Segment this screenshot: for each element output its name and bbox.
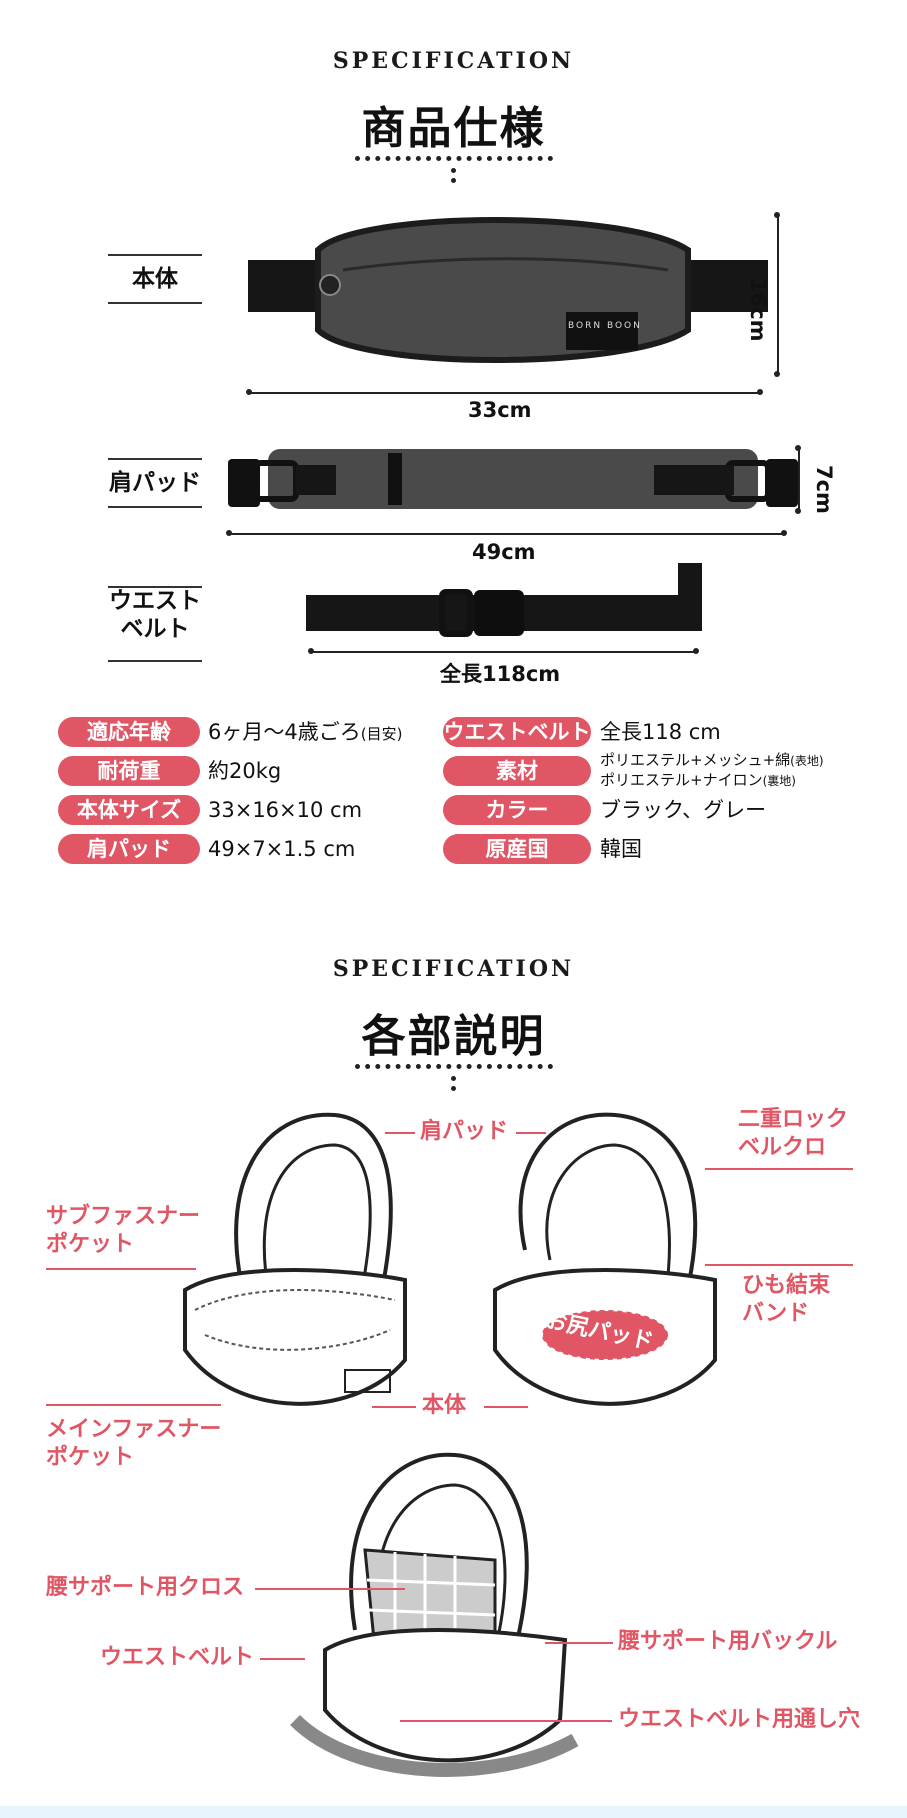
leader-line	[372, 1406, 416, 1408]
leader-line	[484, 1406, 528, 1408]
brand-tag: BORN BOON	[568, 321, 642, 331]
callout-body: 本体	[422, 1393, 467, 1418]
leader-line	[545, 1642, 613, 1644]
belt-length-line	[311, 651, 697, 653]
spec-value-material-2: ポリエステル+ナイロン(裏地)	[600, 771, 796, 789]
label-waist-belt-line2: ベルト	[120, 615, 190, 642]
callout-strap-band: ひも結束 バンド	[742, 1273, 831, 1326]
shoulder-pad-illustration	[228, 449, 798, 509]
spec-key-age: 適応年齢	[58, 717, 200, 747]
spec-value-material-1: ポリエステル+メッシュ+綿(表地)	[600, 751, 824, 769]
footer-band	[0, 1806, 907, 1818]
carrier-front-illustration	[183, 1112, 407, 1406]
spec-value-pad: 49×7×1.5 cm	[208, 837, 356, 861]
pad-height-text: 7cm	[812, 465, 836, 514]
spec-value-waist-belt: 全長118 cm	[600, 720, 721, 744]
dim-end	[693, 648, 699, 654]
spec-value-color: ブラック、グレー	[600, 798, 767, 822]
body-height-text: 16cm	[746, 278, 770, 342]
spec-value-load: 約20kg	[208, 759, 282, 783]
leader-line	[400, 1720, 612, 1722]
spec-value-origin: 韓国	[600, 837, 642, 861]
leader-line	[516, 1132, 546, 1134]
body-width-text: 33cm	[468, 398, 532, 422]
spec-key-waist-belt: ウエストベルト	[443, 717, 591, 747]
section2-dot	[451, 1086, 456, 1091]
leader-line	[46, 1404, 221, 1406]
spec-key-origin: 原産国	[443, 834, 591, 864]
spec-key-body-size: 本体サイズ	[58, 795, 200, 825]
section2-eyebrow: SPECIFICATION	[332, 956, 575, 982]
spec-key-pad: 肩パッド	[58, 834, 200, 864]
spec-key-load: 耐荷重	[58, 756, 200, 786]
pad-width-line	[229, 533, 785, 535]
leader-line	[705, 1168, 853, 1170]
section2-dotted-rule	[355, 1064, 553, 1069]
callout-waist-belt: ウエストベルト	[100, 1645, 255, 1670]
body-width-line	[249, 392, 761, 394]
spec-key-material: 素材	[443, 756, 591, 786]
callout-shoulder-pad: 肩パッド	[420, 1119, 509, 1144]
dim-end	[774, 212, 780, 218]
body-height-line	[777, 215, 779, 375]
section1-dot	[451, 178, 456, 183]
dim-end	[226, 530, 232, 536]
label-shoulder-pad: 肩パッド	[108, 458, 202, 508]
dim-end	[795, 445, 801, 451]
section1-title: 商品仕様	[361, 103, 546, 154]
spec-value-body-size: 33×16×10 cm	[208, 798, 363, 822]
dim-end	[774, 371, 780, 377]
section2-title: 各部説明	[361, 1011, 546, 1062]
leader-line	[260, 1658, 305, 1660]
spec-key-color: カラー	[443, 795, 591, 825]
label-body: 本体	[108, 254, 202, 304]
pad-height-line	[798, 448, 800, 512]
callout-waist-buckle: 腰サポート用バックル	[618, 1629, 838, 1654]
leader-line	[255, 1588, 405, 1590]
carrier-support-illustration	[290, 1452, 579, 1777]
leader-line	[46, 1268, 196, 1270]
waist-belt-illustration	[306, 563, 702, 637]
callout-double-lock: 二重ロック ベルクロ	[738, 1107, 849, 1160]
callout-sub-pocket: サブファスナー ポケット	[46, 1204, 201, 1257]
label-waist-belt-line1: ウエスト	[109, 588, 201, 614]
waist-bag-illustration	[248, 217, 768, 363]
spec-value-age: 6ヶ月〜4歳ごろ(目安)	[208, 720, 403, 744]
dim-end	[781, 530, 787, 536]
callout-belt-hole: ウエストベルト用通し穴	[618, 1707, 861, 1732]
dim-end	[308, 648, 314, 654]
belt-length-text: 全長118cm	[440, 662, 561, 686]
section1-dot	[451, 168, 456, 173]
callout-waist-cloth: 腰サポート用クロス	[46, 1575, 245, 1600]
section2-dot	[451, 1076, 456, 1081]
dim-end	[757, 389, 763, 395]
leader-line	[705, 1264, 853, 1266]
callout-main-pocket: メインファスナー ポケット	[46, 1417, 222, 1470]
dim-end	[246, 389, 252, 395]
pad-width-text: 49cm	[472, 540, 536, 564]
dim-end	[795, 508, 801, 514]
label-waist-belt: ウエスト ベルト	[108, 586, 202, 662]
section1-eyebrow: SPECIFICATION	[332, 48, 575, 74]
leader-line	[385, 1132, 415, 1134]
carrier-back-illustration	[493, 1112, 717, 1406]
section1-dotted-rule	[355, 156, 553, 161]
